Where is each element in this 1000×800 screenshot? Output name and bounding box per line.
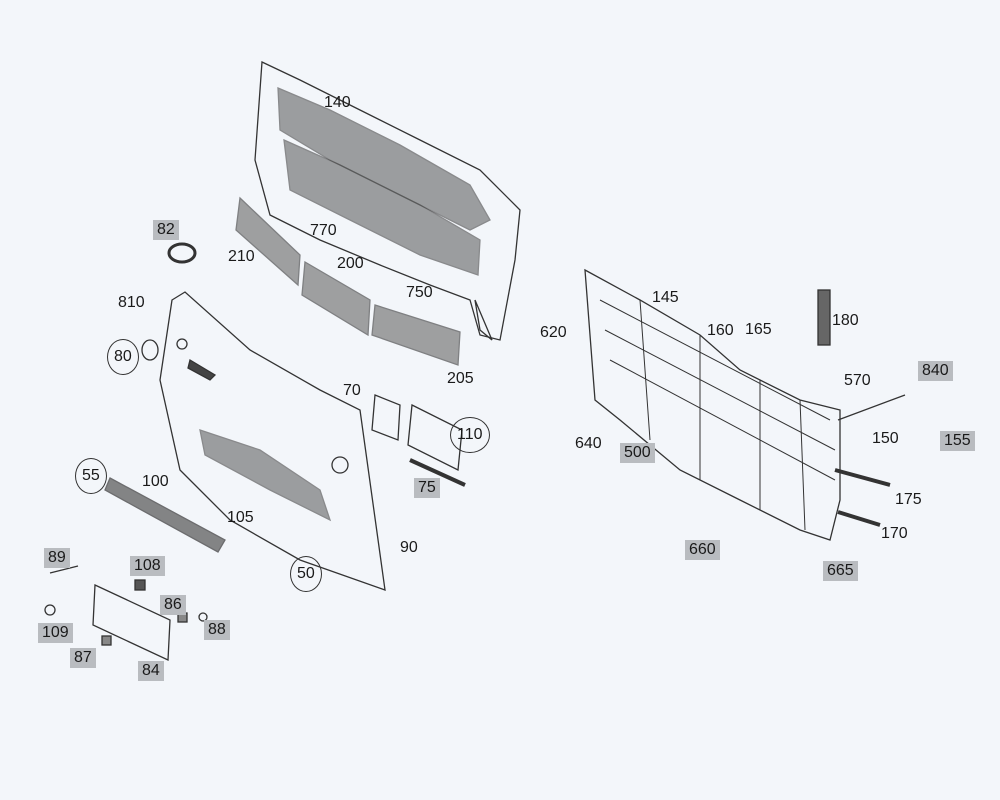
part-label-570: 570 <box>844 372 871 389</box>
lower-grille-strips <box>235 196 461 366</box>
part-label-110: 110 <box>450 417 490 453</box>
part-label-160: 160 <box>707 322 734 339</box>
bumper-part <box>159 291 386 591</box>
trim-strip-part <box>104 477 226 553</box>
strip-75-part <box>409 458 466 487</box>
part-label-205: 205 <box>447 370 474 387</box>
part-label-109: 109 <box>38 623 73 643</box>
cover-110-part <box>407 403 463 472</box>
part-label-50: 50 <box>290 556 322 592</box>
part-label-620: 620 <box>540 324 567 341</box>
part-label-210: 210 <box>228 248 255 265</box>
part-label-140: 140 <box>324 94 351 111</box>
part-label-82: 82 <box>153 220 179 240</box>
part-label-80: 80 <box>107 339 139 375</box>
part-label-165: 165 <box>745 321 772 338</box>
leader-line <box>837 394 906 421</box>
part-label-75: 75 <box>414 478 440 498</box>
part-label-180: 180 <box>832 312 859 329</box>
ring-part <box>167 242 197 264</box>
seal-strip-part <box>817 289 831 346</box>
grille-carrier-part <box>584 268 841 541</box>
part-label-88: 88 <box>204 620 230 640</box>
part-label-87: 87 <box>70 648 96 668</box>
part-label-640: 640 <box>575 435 602 452</box>
part-label-170: 170 <box>881 525 908 542</box>
part-label-200: 200 <box>337 255 364 272</box>
part-label-90: 90 <box>400 539 418 556</box>
part-label-150: 150 <box>872 430 899 447</box>
part-label-108: 108 <box>130 556 165 576</box>
part-label-750: 750 <box>406 284 433 301</box>
part-label-84: 84 <box>138 661 164 681</box>
part-label-660: 660 <box>685 540 720 560</box>
part-label-770: 770 <box>310 222 337 239</box>
brackets-part <box>834 468 891 527</box>
part-label-810: 810 <box>118 294 145 311</box>
license-plate-bracket <box>44 565 208 661</box>
cap-part <box>141 339 159 361</box>
part-label-840: 840 <box>918 361 953 381</box>
part-label-155: 155 <box>940 431 975 451</box>
part-label-175: 175 <box>895 491 922 508</box>
cover-part <box>371 394 401 441</box>
part-label-100: 100 <box>142 473 169 490</box>
part-label-105: 105 <box>227 509 254 526</box>
part-label-70: 70 <box>343 382 361 399</box>
part-label-665: 665 <box>823 561 858 581</box>
upper-grille-part <box>254 61 521 341</box>
part-label-145: 145 <box>652 289 679 306</box>
part-label-55: 55 <box>75 458 107 494</box>
part-label-500: 500 <box>620 443 655 463</box>
part-label-86: 86 <box>160 595 186 615</box>
part-label-89: 89 <box>44 548 70 568</box>
